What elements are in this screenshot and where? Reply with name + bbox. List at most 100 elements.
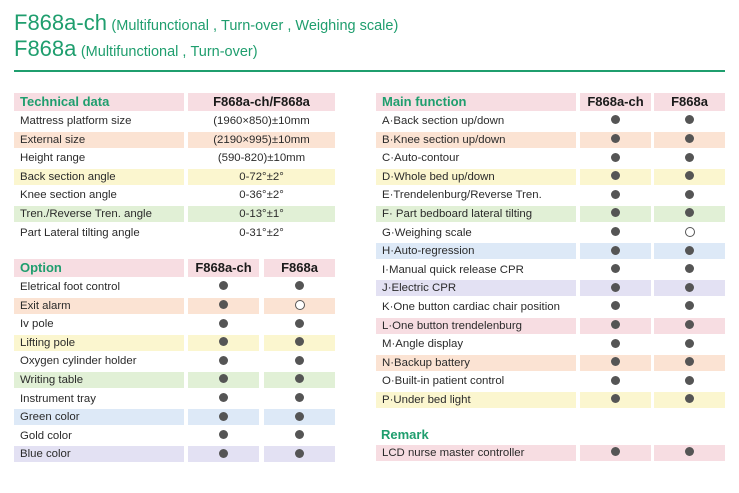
spec-value: (2190×995)±10mm bbox=[188, 131, 335, 148]
availability-f868a bbox=[654, 445, 725, 461]
filled-dot-icon bbox=[219, 393, 228, 403]
spec-value: 0-31°±2° bbox=[188, 224, 335, 241]
filled-dot-icon bbox=[685, 171, 694, 181]
feature-label: G·Weighing scale bbox=[376, 224, 576, 241]
filled-dot-icon bbox=[295, 337, 304, 347]
table-row: D·Whole bed up/down bbox=[376, 168, 725, 185]
filled-dot-icon bbox=[219, 411, 228, 421]
filled-dot-icon bbox=[295, 448, 304, 458]
spec-label: Tren./Reverse Tren. angle bbox=[14, 206, 184, 222]
availability-f868a-ch bbox=[580, 336, 651, 353]
spec-value: (590-820)±10mm bbox=[188, 150, 335, 167]
table-row: Green color bbox=[14, 409, 335, 426]
filled-dot-icon bbox=[685, 152, 694, 162]
table-row: LCD nurse master controller bbox=[376, 445, 725, 461]
table-row: Instrument tray bbox=[14, 390, 335, 407]
header-line-2: F868a (Multifunctional , Turn-over) bbox=[14, 36, 258, 62]
availability-f868a bbox=[654, 392, 725, 408]
filled-dot-icon bbox=[611, 301, 620, 311]
filled-dot-icon bbox=[685, 357, 694, 367]
availability-f868a-ch bbox=[580, 168, 651, 185]
model-name-1: F868a-ch bbox=[14, 10, 107, 35]
filled-dot-icon bbox=[685, 208, 694, 218]
spec-value: 0-36°±2° bbox=[188, 187, 335, 204]
feature-label: D·Whole bed up/down bbox=[376, 168, 576, 185]
feature-label: Eletrical foot control bbox=[14, 279, 184, 295]
filled-dot-icon bbox=[219, 448, 228, 458]
feature-label: A·Back section up/down bbox=[376, 113, 576, 129]
filled-dot-icon bbox=[611, 134, 620, 144]
filled-dot-icon bbox=[295, 393, 304, 403]
filled-dot-icon bbox=[295, 281, 304, 291]
availability-f868a bbox=[654, 150, 725, 167]
availability-f868a-ch bbox=[580, 317, 651, 334]
technical-section-title: Technical data bbox=[14, 93, 184, 111]
feature-label: E·Trendelenburg/Reverse Tren. bbox=[376, 187, 576, 204]
filled-dot-icon bbox=[611, 394, 620, 404]
feature-label: C·Auto-contour bbox=[376, 150, 576, 167]
table-row: G·Weighing scale bbox=[376, 224, 725, 241]
feature-label: F· Part bedboard lateral tilting bbox=[376, 206, 576, 222]
availability-f868a-ch bbox=[188, 353, 259, 370]
availability-f868a bbox=[264, 279, 335, 295]
feature-label: H·Auto-regression bbox=[376, 243, 576, 260]
filled-dot-icon bbox=[611, 171, 620, 181]
feature-label: Iv pole bbox=[14, 316, 184, 333]
model-description-1: (Multifunctional , Turn-over , Weighing … bbox=[111, 18, 399, 34]
feature-label: Writing table bbox=[14, 372, 184, 388]
filled-dot-icon bbox=[685, 320, 694, 330]
table-row: H·Auto-regression bbox=[376, 243, 725, 260]
spec-label: Part Lateral tilting angle bbox=[14, 224, 184, 241]
table-row: L·One button trendelenburg bbox=[376, 317, 725, 334]
availability-f868a bbox=[264, 390, 335, 407]
availability-f868a bbox=[654, 317, 725, 334]
table-row: A·Back section up/down bbox=[376, 113, 725, 129]
table-row: Exit alarm bbox=[14, 297, 335, 314]
availability-f868a bbox=[654, 373, 725, 390]
table-row: F· Part bedboard lateral tilting bbox=[376, 206, 725, 222]
spec-value: (1960×850)±10mm bbox=[188, 113, 335, 129]
availability-f868a bbox=[264, 372, 335, 388]
filled-dot-icon bbox=[685, 134, 694, 144]
availability-f868a-ch bbox=[580, 354, 651, 371]
availability-f868a bbox=[264, 353, 335, 370]
table-row: Height range(590-820)±10mm bbox=[14, 150, 335, 167]
availability-f868a bbox=[654, 299, 725, 315]
availability-f868a bbox=[654, 224, 725, 241]
filled-dot-icon bbox=[685, 264, 694, 274]
model-description-2: (Multifunctional , Turn-over) bbox=[80, 44, 258, 60]
spec-label: Knee section angle bbox=[14, 187, 184, 204]
table-row: External size(2190×995)±10mm bbox=[14, 131, 335, 148]
availability-f868a-ch bbox=[580, 261, 651, 278]
filled-dot-icon bbox=[295, 411, 304, 421]
availability-f868a-ch bbox=[580, 373, 651, 390]
table-row: Eletrical foot control bbox=[14, 279, 335, 295]
table-row: O·Built-in patient control bbox=[376, 373, 725, 390]
feature-label: J·Electric CPR bbox=[376, 280, 576, 297]
column-header-f868a-ch: F868a-ch bbox=[580, 93, 651, 111]
filled-dot-icon bbox=[685, 245, 694, 255]
feature-label: L·One button trendelenburg bbox=[376, 317, 576, 334]
table-row: Gold color bbox=[14, 427, 335, 444]
table-row: I·Manual quick release CPR bbox=[376, 261, 725, 278]
spec-label: Mattress platform size bbox=[14, 113, 184, 129]
filled-dot-icon bbox=[611, 245, 620, 255]
filled-dot-icon bbox=[295, 374, 304, 384]
feature-label: M·Angle display bbox=[376, 336, 576, 353]
filled-dot-icon bbox=[685, 394, 694, 404]
main-function-section-title: Main function bbox=[376, 93, 576, 111]
filled-dot-icon bbox=[219, 430, 228, 440]
availability-f868a-ch bbox=[580, 392, 651, 408]
availability-f868a bbox=[654, 280, 725, 297]
spec-label: Height range bbox=[14, 150, 184, 167]
filled-dot-icon bbox=[611, 357, 620, 367]
availability-f868a bbox=[654, 243, 725, 260]
feature-label: K·One button cardiac chair position bbox=[376, 299, 576, 315]
column-header-f868a: F868a bbox=[654, 93, 725, 111]
table-row: P·Under bed light bbox=[376, 392, 725, 408]
filled-dot-icon bbox=[295, 318, 304, 328]
column-header-f868a: F868a bbox=[264, 259, 335, 277]
